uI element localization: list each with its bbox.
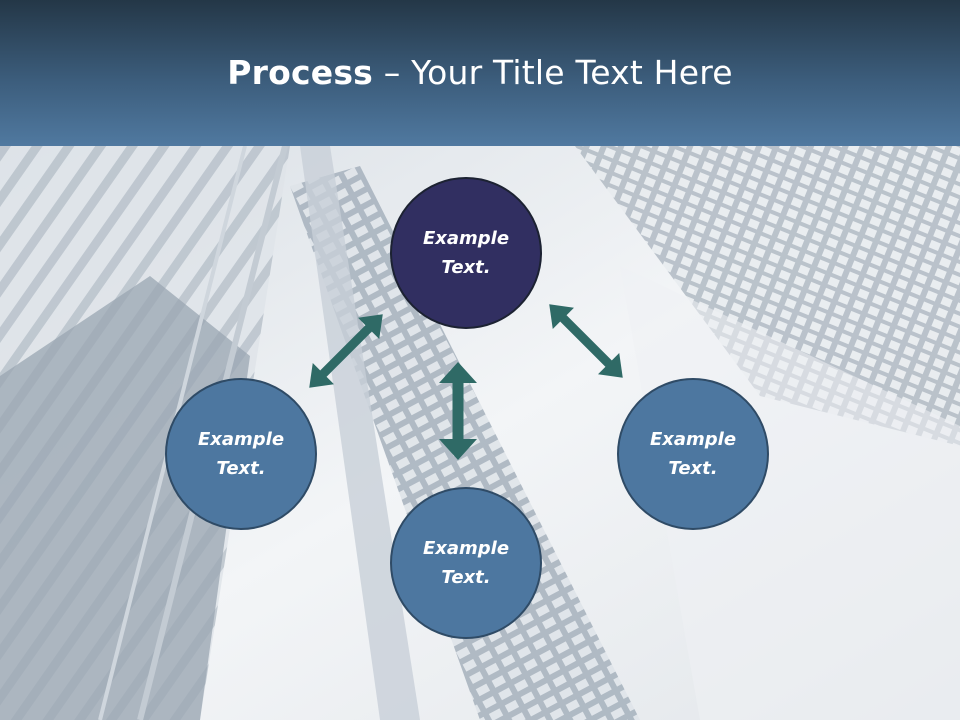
node-label: Example Text.: [197, 429, 285, 479]
title-bold: Process: [227, 52, 374, 92]
process-node-left[interactable]: Example Text.: [165, 378, 317, 530]
node-label: Example Text.: [422, 228, 510, 278]
process-node-right[interactable]: Example Text.: [617, 378, 769, 530]
page-title: Process – Your Title Text Here: [227, 53, 733, 94]
title-rest: – Your Title Text Here: [373, 52, 733, 92]
node-label: Example Text.: [422, 538, 510, 588]
process-node-top[interactable]: Example Text.: [390, 177, 542, 329]
title-bar: Process – Your Title Text Here: [0, 0, 960, 146]
node-label: Example Text.: [649, 429, 737, 479]
process-node-bottom[interactable]: Example Text.: [390, 487, 542, 639]
